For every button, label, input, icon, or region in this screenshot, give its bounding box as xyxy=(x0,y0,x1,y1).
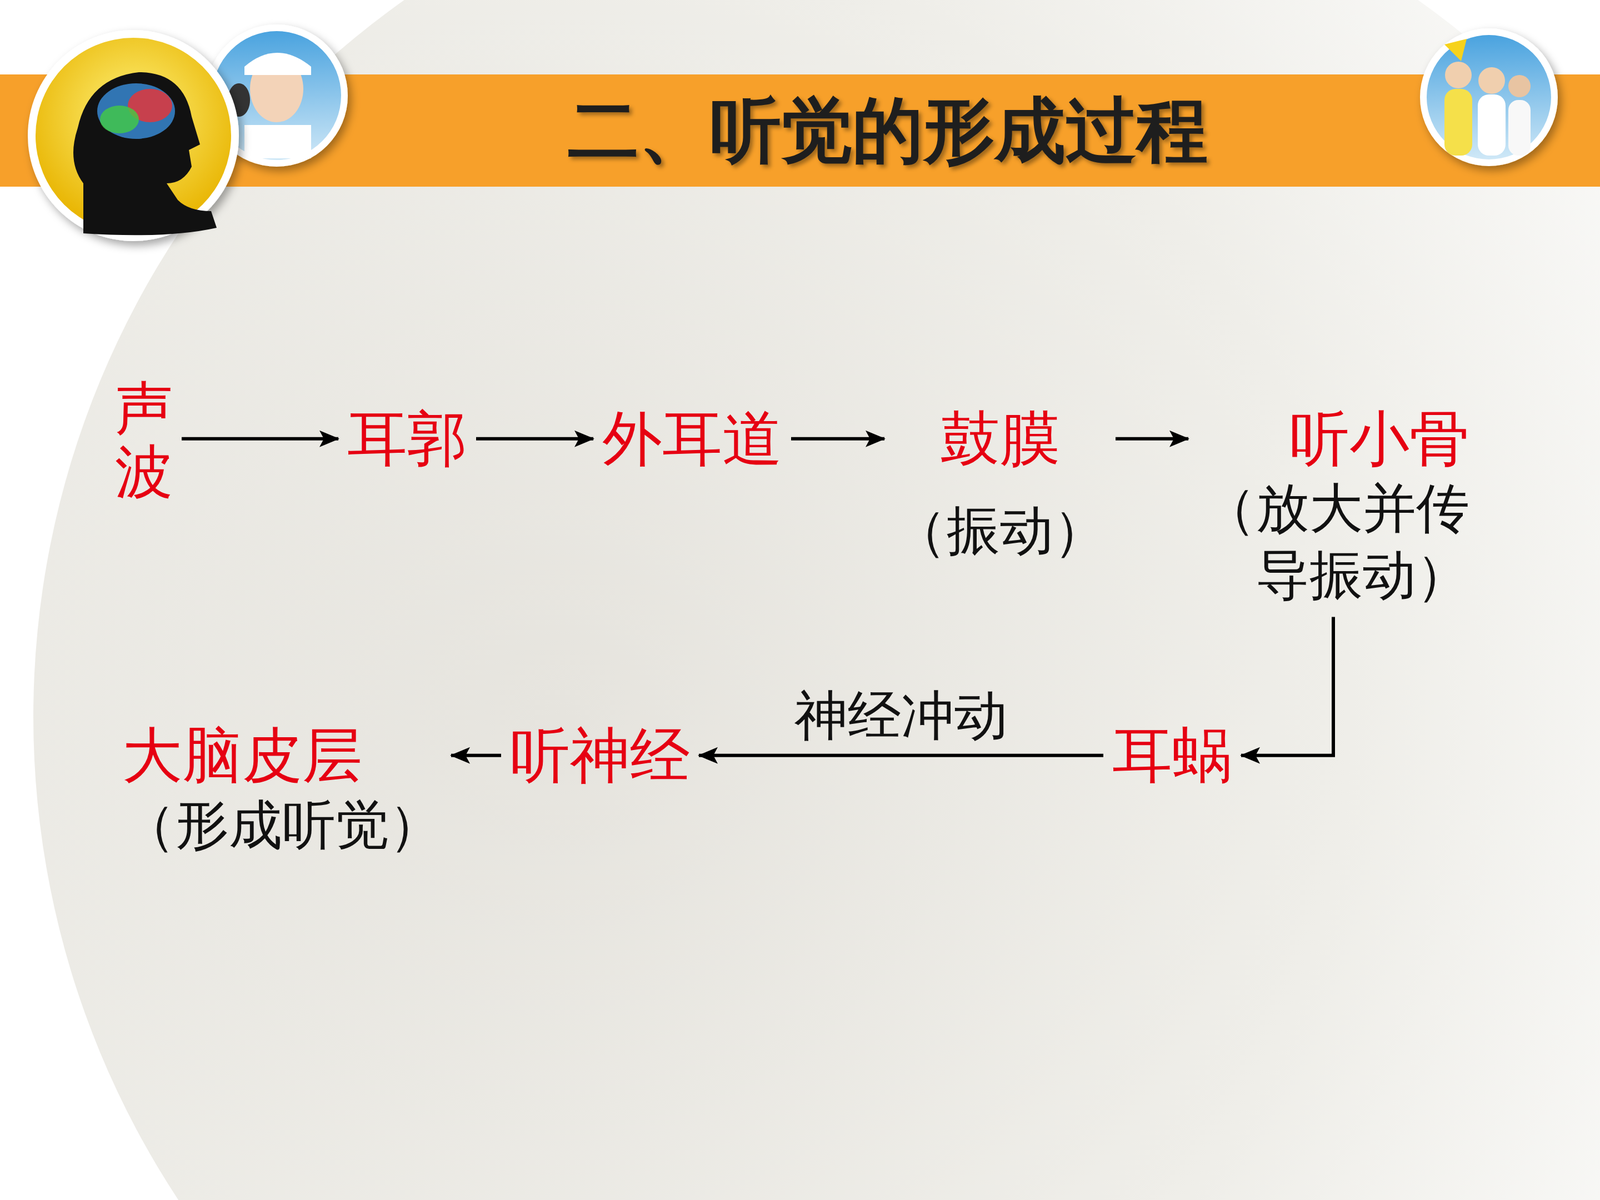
photo-brain-silhouette xyxy=(27,30,239,242)
process-node: 耳蜗 xyxy=(1112,719,1233,792)
flow-arrow xyxy=(1241,617,1334,756)
stage-name: 听小骨 xyxy=(1197,402,1470,475)
slide-title: 二、听觉的形成过程 xyxy=(567,74,1208,187)
process-node: 鼓膜 （振动） xyxy=(893,402,1107,564)
flow-arrow xyxy=(791,437,885,441)
stage-name: 耳蜗 xyxy=(1112,719,1233,792)
photo-cheering-girls xyxy=(1420,28,1558,167)
flow-arrow xyxy=(181,437,339,441)
stage-name: 听神经 xyxy=(510,719,690,792)
stage-note: （放大并传导振动） xyxy=(1197,475,1470,609)
stage-name: 大脑皮层 xyxy=(122,719,443,792)
stage-name: 耳郭 xyxy=(347,402,468,475)
process-node: 听神经 xyxy=(510,719,690,792)
stage-name: 鼓膜 xyxy=(893,402,1107,475)
stage-name: 外耳道 xyxy=(602,402,783,475)
stage-note: （振动） xyxy=(893,497,1107,564)
process-node: 听小骨（放大并传导振动） xyxy=(1197,402,1470,609)
stage-note: （形成听觉） xyxy=(122,791,443,859)
process-node: 外耳道 xyxy=(602,402,783,475)
process-node: 耳郭 xyxy=(347,402,468,475)
photo-girl-headphones xyxy=(205,24,348,167)
edge-label: 神经冲动 xyxy=(794,683,1008,748)
process-node: 声波 xyxy=(115,376,173,504)
title-band xyxy=(0,74,1600,187)
process-node: 大脑皮层（形成听觉） xyxy=(122,719,443,859)
stage-name: 声波 xyxy=(115,376,173,504)
flow-arrow xyxy=(1115,437,1189,441)
flow-arrow xyxy=(451,753,502,758)
flow-arrow xyxy=(476,437,594,441)
flow-arrow xyxy=(698,753,1104,758)
